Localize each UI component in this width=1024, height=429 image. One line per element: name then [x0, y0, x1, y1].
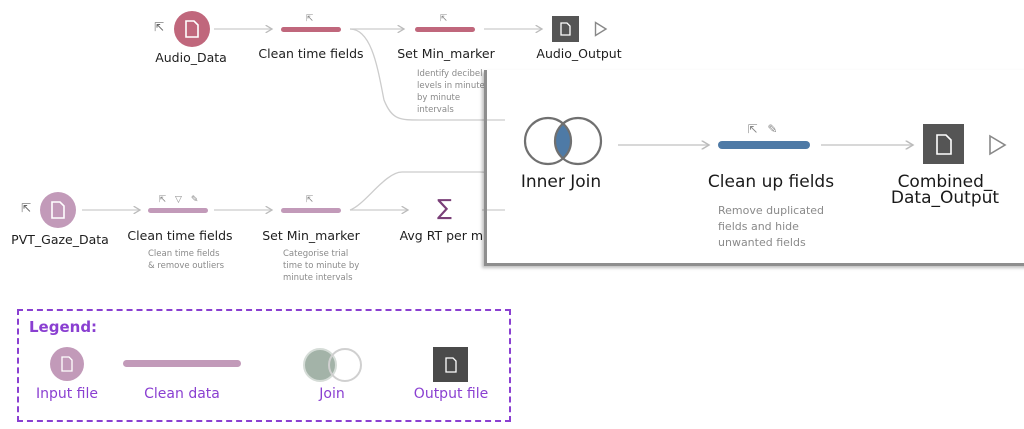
- pvt-input-label: PVT_Gaze_Data: [11, 232, 109, 247]
- audio-setmin-step[interactable]: [415, 27, 475, 32]
- audio-input-label: Audio_Data: [155, 50, 227, 65]
- aggregate-sigma-icon[interactable]: ∑: [437, 196, 452, 221]
- audio-output-label: Audio_Output: [536, 46, 622, 61]
- clean-up-fields-label: Clean up fields: [707, 172, 835, 192]
- pvt-setmin-step[interactable]: [281, 208, 341, 213]
- run-icon[interactable]: [594, 21, 608, 37]
- legend-input-file-label: Input file: [35, 386, 99, 402]
- legend-clean-data-swatch: [123, 360, 241, 367]
- legend-clean-data-label: Clean data: [144, 386, 220, 402]
- legend-title: Legend:: [29, 318, 98, 336]
- file-icon: [185, 20, 199, 38]
- clean-up-step-icons: ⇱ ✎: [747, 122, 781, 136]
- audio-clean-label: Clean time fields: [258, 46, 364, 61]
- legend-box: Legend: Input file Clean data Join Outpu…: [17, 309, 511, 422]
- clean-up-fields-description: Remove duplicated fields and hide unwant…: [718, 204, 825, 249]
- audio-clean-step[interactable]: [281, 27, 341, 32]
- panel-connectors: [487, 119, 1024, 211]
- file-icon: [560, 22, 571, 36]
- pvt-aggregate-label: Avg RT per min: [399, 228, 495, 243]
- file-icon: [51, 201, 65, 219]
- legend-input-file-swatch: [50, 347, 84, 381]
- file-icon: [444, 356, 457, 373]
- pvt-clean-step[interactable]: [148, 208, 208, 213]
- pvt-input-node[interactable]: [40, 192, 76, 228]
- legend-output-file-label: Output file: [413, 386, 489, 402]
- pvt-setmin-label: Set Min_marker: [262, 228, 360, 243]
- audio-clean-step-icons: ⇱: [305, 14, 317, 24]
- combined-output-label: Combined_ Data_Output: [890, 172, 1000, 208]
- audio-setmin-label: Set Min_marker: [397, 46, 495, 61]
- file-icon: [935, 133, 952, 155]
- legend-output-file-swatch: [433, 347, 468, 382]
- connector-audio-clean-join: [349, 28, 500, 121]
- inner-join-icon[interactable]: [523, 115, 605, 167]
- combined-output-node[interactable]: [923, 124, 964, 164]
- file-icon: [61, 356, 73, 372]
- pvt-setmin-step-icons: ⇱: [305, 195, 317, 205]
- inner-join-label: Inner Join: [520, 172, 602, 192]
- audio-input-node[interactable]: [174, 11, 210, 47]
- audio-setmin-description: Identify decibel levels in minute by min…: [417, 69, 485, 115]
- pvt-setmin-description: Categorise trial time to minute by minut…: [283, 249, 360, 283]
- pvt-clean-label: Clean time fields: [127, 228, 233, 243]
- remove-field-icon[interactable]: ⇱: [21, 201, 32, 215]
- zoom-panel: Inner Join ⇱ ✎ Clean up fields Remove du…: [484, 70, 1024, 266]
- pvt-clean-description: Clean time fields & remove outliers: [148, 249, 225, 271]
- audio-output-node[interactable]: [552, 16, 579, 42]
- audio-setmin-step-icons: ⇱: [439, 14, 451, 24]
- legend-join-swatch: [303, 348, 362, 382]
- run-icon[interactable]: [988, 134, 1008, 156]
- remove-field-icon[interactable]: ⇱: [154, 20, 165, 34]
- clean-up-fields-step[interactable]: [718, 141, 810, 149]
- legend-join-label: Join: [319, 386, 345, 402]
- pvt-clean-step-icons: ⇱ ▽ ✎: [158, 195, 202, 205]
- connector-pvt-setmin-join: [349, 171, 501, 211]
